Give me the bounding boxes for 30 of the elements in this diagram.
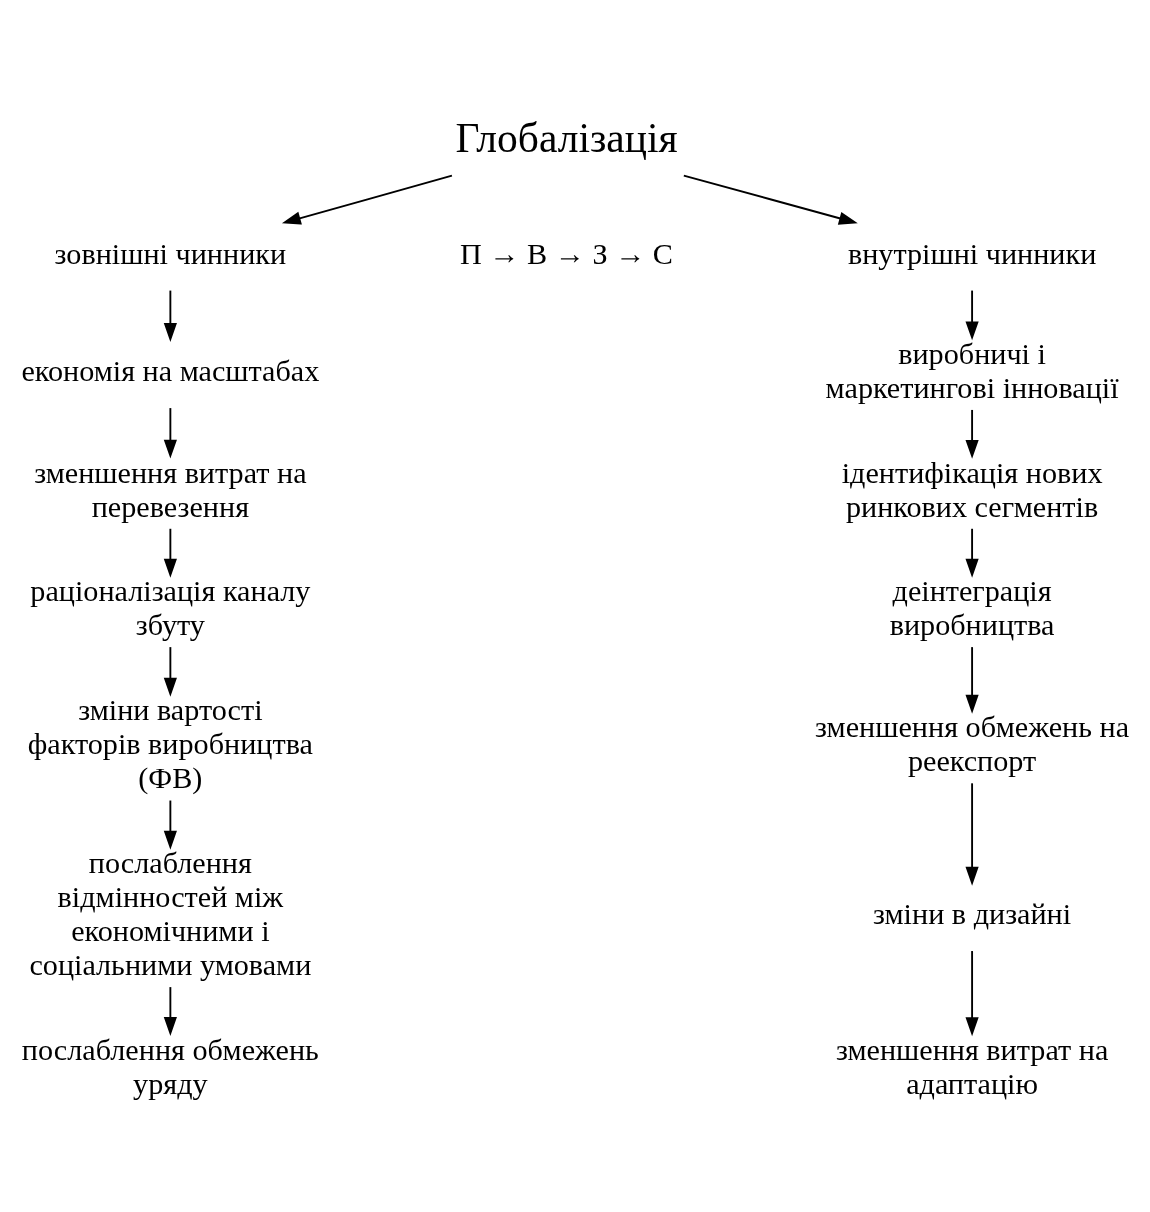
arrow: [163, 406, 177, 459]
node-text: зменшення витрат на адаптацію: [835, 1032, 1109, 1101]
node-text: деінтеграція виробництва: [889, 573, 1055, 642]
arrow: [965, 527, 979, 578]
arrow: [281, 174, 453, 225]
arrow: [965, 408, 979, 459]
node-text: економія на масштабах: [21, 353, 320, 388]
arrow: [163, 799, 177, 850]
arrow: [163, 985, 177, 1036]
node-text: ідентифікація нових ринкових сегментів: [841, 455, 1103, 524]
arrow: [965, 949, 979, 1036]
node-text: зміни вартості факторів виробництва (ФВ): [27, 692, 313, 795]
node-text: зміни в дизайні: [873, 896, 1072, 931]
node-text: зменшення витрат на перевезення: [34, 455, 307, 524]
node-text: послаблення відмінностей між економічними і соціальними умовами: [29, 845, 312, 982]
node-text: зовнішні чинники: [54, 236, 287, 271]
arrow: [965, 645, 979, 714]
arrow: [682, 174, 858, 225]
node-text: послаблення обмежень уряду: [21, 1032, 319, 1101]
arrow: [965, 289, 979, 340]
node-text: зменшення обмежень на реекспорт: [815, 709, 1130, 778]
node-text: виробничі і маркетингові інновації: [825, 336, 1119, 405]
arrow: [163, 527, 177, 578]
node-text: Глобалізація: [455, 114, 678, 161]
arrow: [163, 289, 177, 342]
label: П → В → З → С: [460, 236, 673, 271]
arrow: [965, 781, 979, 886]
node-text: раціоналізація каналу збуту: [30, 573, 311, 642]
node-text: внутрішні чинники: [847, 236, 1097, 271]
arrow: [163, 645, 177, 697]
